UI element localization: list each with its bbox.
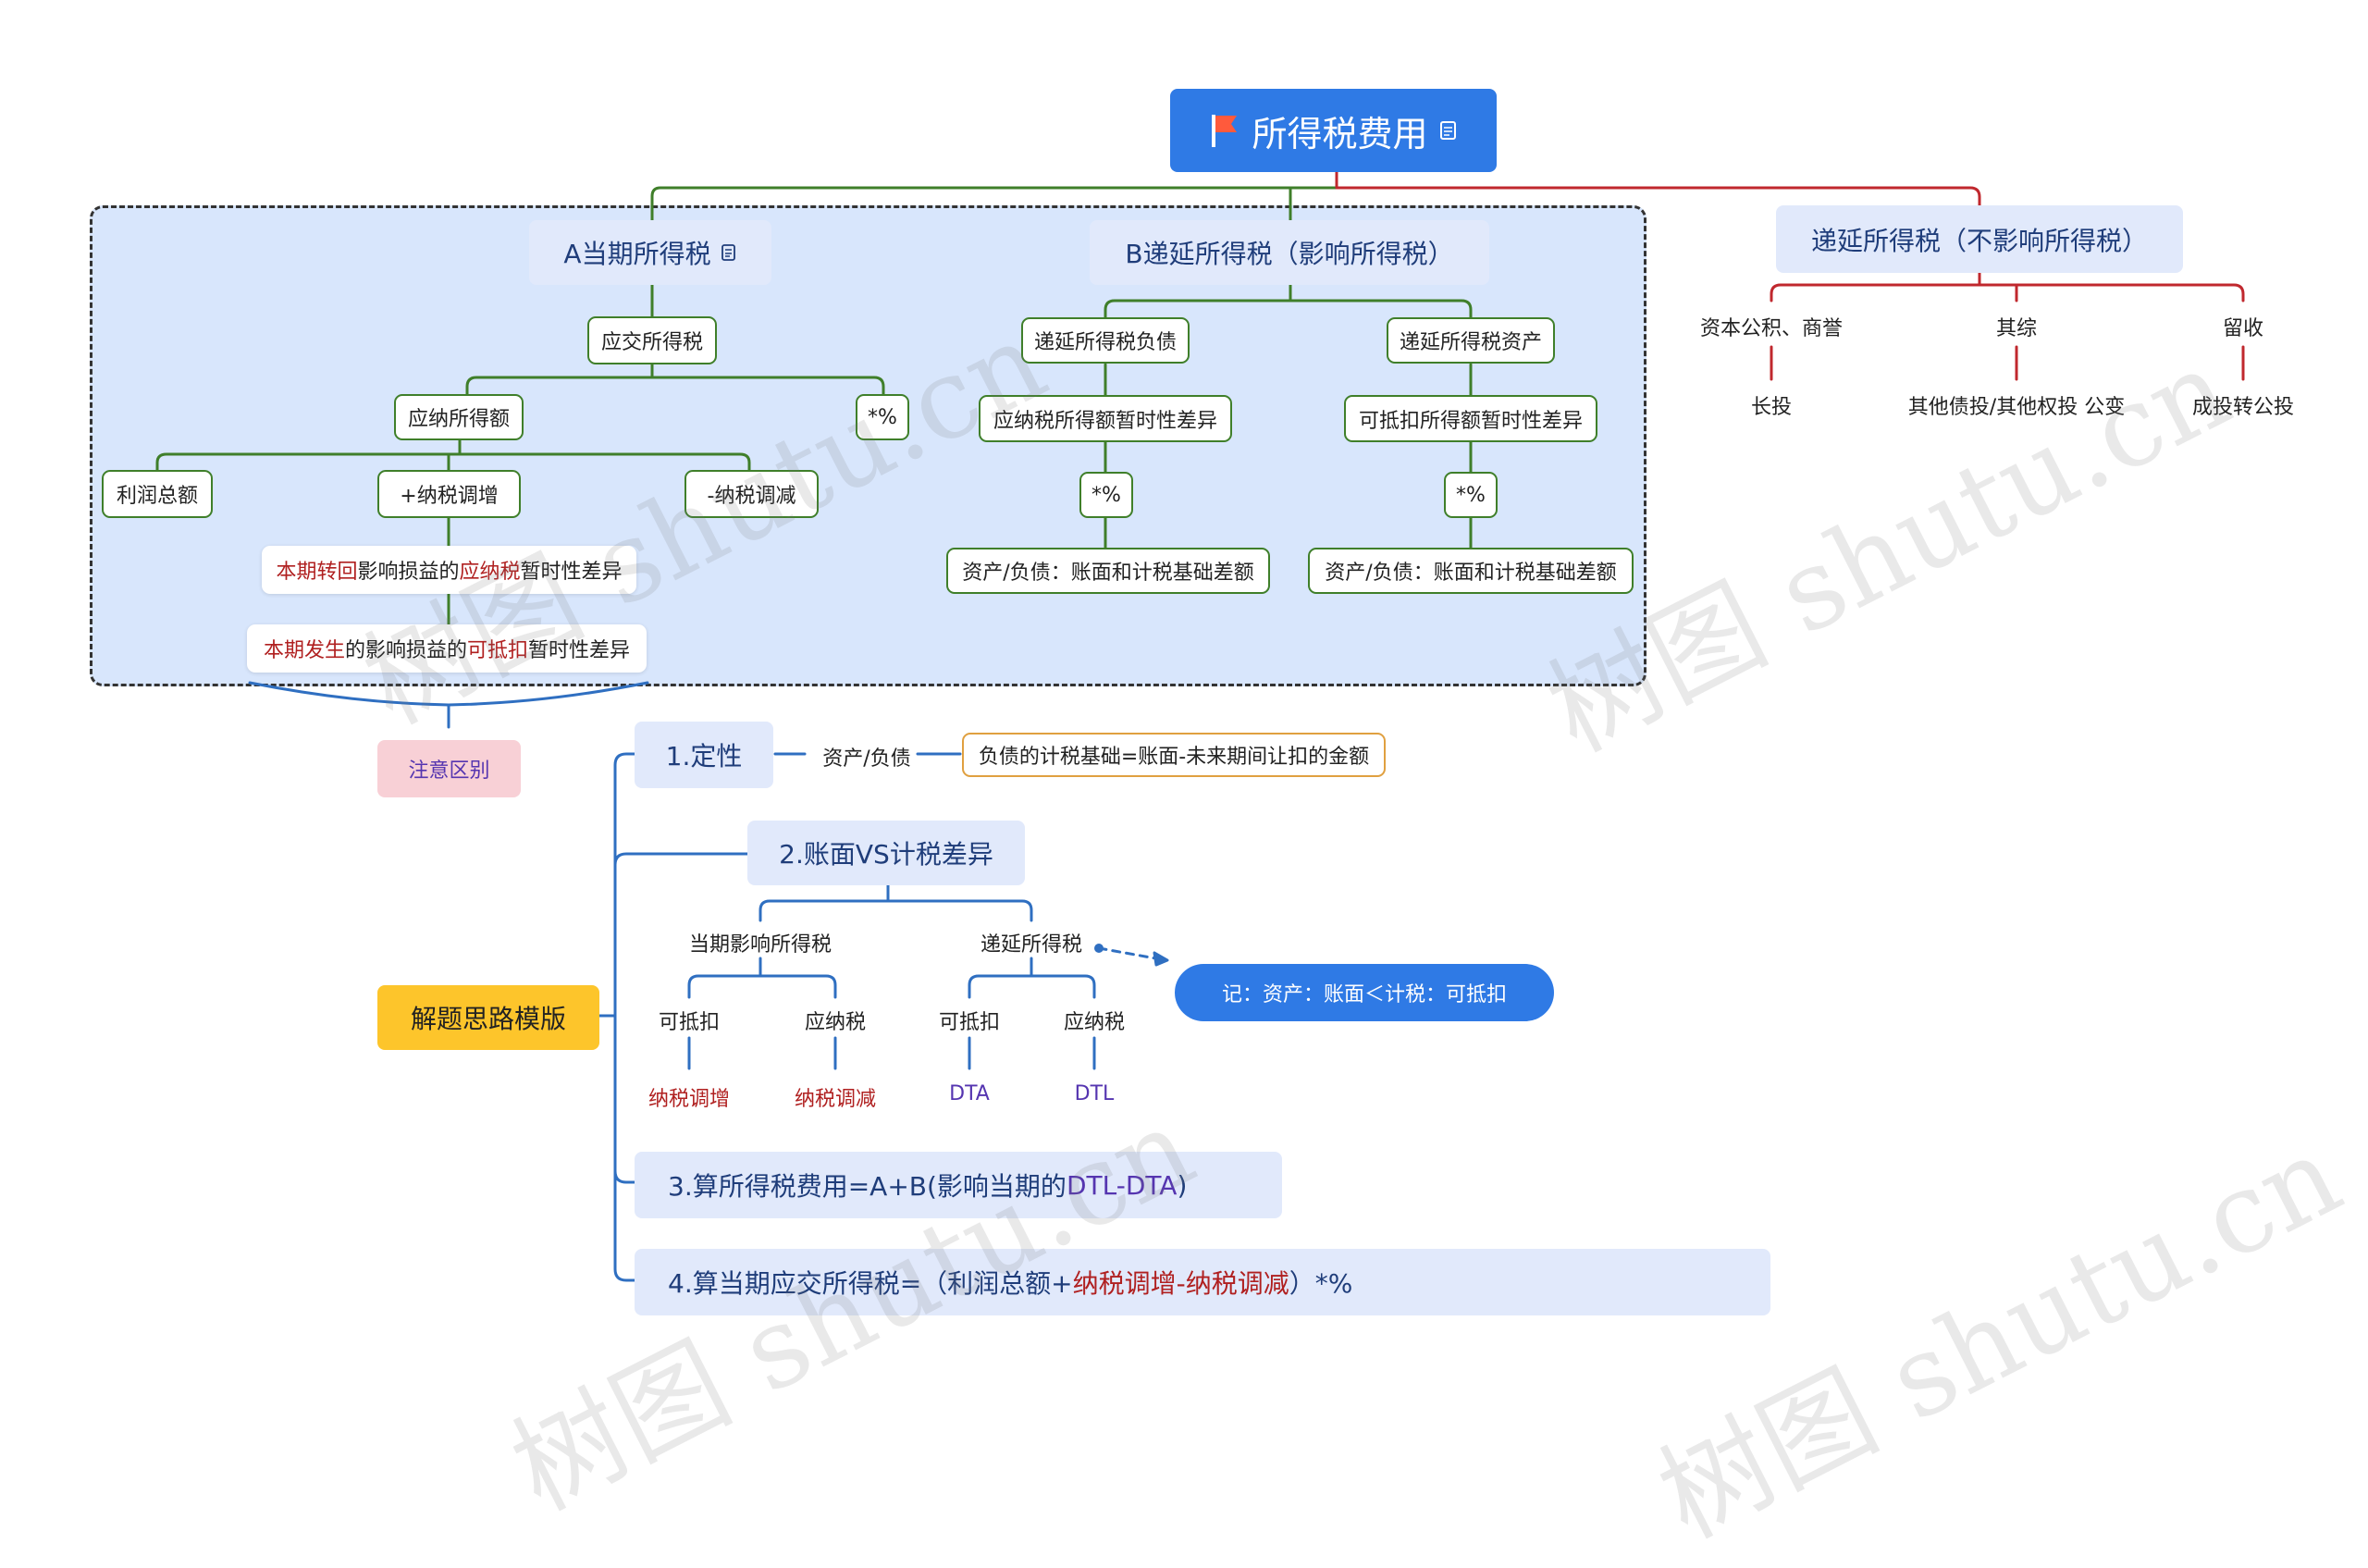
taxable-diff-node[interactable]: 应纳税所得额暂时性差异 [979,395,1232,442]
connector-lines [155,170,2245,1282]
rate-node-right[interactable]: *% [1444,472,1498,518]
total-profit-node[interactable]: 利润总额 [102,470,213,518]
deferred-tax-label[interactable]: 递延所得税 [980,933,1083,957]
deferred-item-label[interactable]: 资本公积、商誉 [1699,317,1844,340]
note-text: 的影响损益的 [344,639,467,662]
tax-payable-node[interactable]: 应交所得税 [587,316,717,364]
current-tax-label: A当期所得税 [563,239,711,269]
deferred-tax-node[interactable]: B递延所得税（影响所得税） [1090,220,1489,285]
tax-increase-node[interactable]: +纳税调增 [377,470,521,518]
step4-node[interactable]: 4.算当期应交所得税=（利润总额+纳税调增-纳税调减）*% [635,1249,1770,1315]
taxable-income-node[interactable]: 应纳所得额 [394,394,524,440]
current-child-label[interactable]: 可抵扣 [658,1011,721,1034]
step4-text: 纳税调增-纳税调减 [1072,1268,1289,1299]
deferred-item-label[interactable]: 其综 [1995,317,2038,340]
deferred-child-sub[interactable]: DTA [949,1082,990,1105]
current-child-sub[interactable]: 纳税调增 [648,1088,731,1111]
tax-rate-node[interactable]: *% [856,394,909,440]
note-text: 暂时性差异 [520,561,623,584]
deferred-no-impact-node[interactable]: 递延所得税（不影响所得税） [1776,205,2183,273]
note-text: 本期发生 [263,639,345,662]
note-text: 暂时性差异 [528,639,631,662]
note-text: 本期转回 [276,561,358,584]
deferred-child-label[interactable]: 应纳税 [1063,1011,1126,1034]
deferred-item-sub[interactable]: 长投 [1750,396,1793,419]
current-tax-node[interactable]: A当期所得税 [529,220,771,285]
flag-icon [1212,115,1238,147]
template-node[interactable]: 解题思路模版 [377,985,599,1050]
occurrence-note[interactable]: 本期发生的影响损益的可抵扣暂时性差异 [247,624,647,673]
dta-node[interactable]: 递延所得税资产 [1387,317,1555,364]
note-text: 影响损益的 [357,561,460,584]
reversal-note[interactable]: 本期转回影响损益的应纳税暂时性差异 [262,546,636,594]
deferred-child-sub[interactable]: DTL [1074,1082,1115,1105]
deductible-diff-node[interactable]: 可抵扣所得额暂时性差异 [1344,395,1597,442]
step2-node[interactable]: 2.账面VS计税差异 [747,821,1025,885]
note-text: 应纳税 [459,561,521,584]
deferred-item-sub[interactable]: 其他债投/其他权投 公变 [1907,396,2126,419]
step3-text: ) [1177,1169,1188,1201]
attention-node[interactable]: 注意区别 [377,740,521,797]
remember-node[interactable]: 记：资产：账面＜计税：可抵扣 [1175,964,1554,1021]
root-node[interactable]: 所得税费用 [1170,89,1497,172]
tax-decrease-node[interactable]: -纳税调减 [684,470,819,518]
note-icon [1439,121,1456,140]
root-title: 所得税费用 [1252,113,1428,154]
mind-map-canvas: 所得税费用 A当期所得税 应交所得税 应纳所得额 *% 利润总额 +纳税调增 -… [90,89,2360,1563]
current-child-sub[interactable]: 纳税调减 [794,1088,877,1111]
current-child-label[interactable]: 应纳税 [804,1011,867,1034]
basis-diff-left[interactable]: 资产/负债：账面和计税基础差额 [946,548,1270,594]
deferred-child-label[interactable]: 可抵扣 [938,1011,1001,1034]
step3-text: DTL-DTA [1066,1169,1178,1201]
step3-text: 3.算所得税费用=A+B(影响当期的 [668,1171,1067,1202]
deferred-item-label[interactable]: 留收 [2222,317,2264,340]
rate-node-left[interactable]: *% [1079,472,1133,518]
step1-mid-label[interactable]: 资产/负债 [822,747,911,771]
step4-text: ）*% [1289,1268,1353,1299]
step4-text: 4.算当期应交所得税=（利润总额+ [668,1268,1073,1299]
note-text: 可抵扣 [467,639,529,662]
dashed-group-region [90,205,1646,686]
step1-node[interactable]: 1.定性 [635,722,773,788]
step1-note[interactable]: 负债的计税基础=账面-未来期间让扣的金额 [962,733,1386,777]
note-icon [721,244,735,261]
dtl-node[interactable]: 递延所得税负债 [1021,317,1190,364]
current-impact-label[interactable]: 当期影响所得税 [688,933,832,957]
deferred-item-sub[interactable]: 成投转公投 [2191,396,2295,419]
basis-diff-right[interactable]: 资产/负债：账面和计税基础差额 [1308,548,1634,594]
